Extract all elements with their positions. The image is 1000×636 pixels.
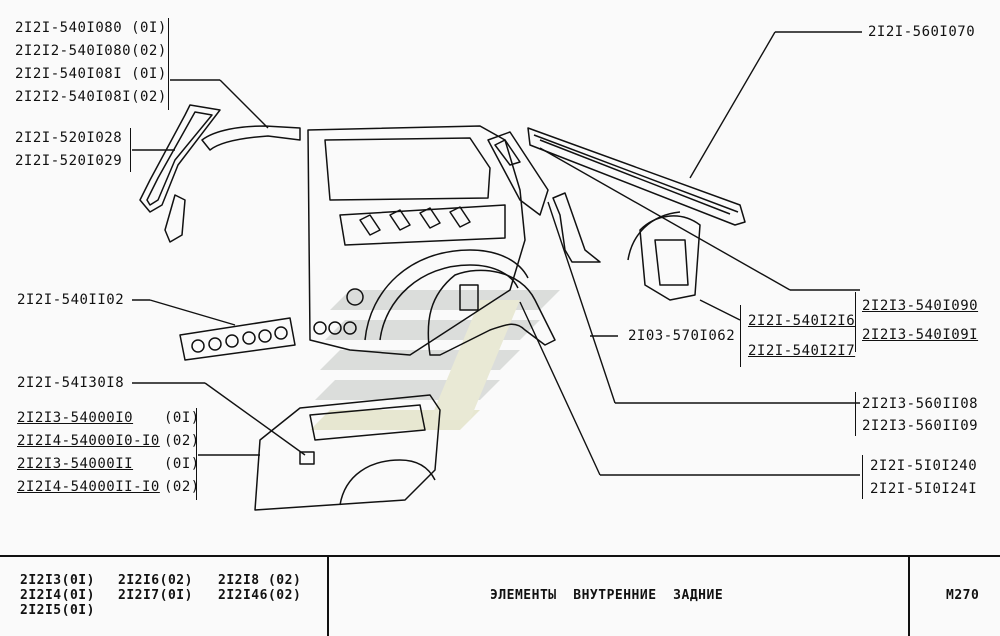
drawing-code: M270 — [946, 588, 980, 603]
title-block-divider — [908, 557, 910, 636]
label-top-left-4: 2I2I2-540I08I(02) — [15, 89, 167, 105]
pillar-part — [139, 104, 221, 243]
model-2b: 2I2I7(0I) — [118, 588, 193, 603]
model-1c: 2I2I5(0I) — [20, 603, 95, 618]
label-top-left-2: 2I2I2-540I080(02) — [15, 43, 167, 59]
label-right-2a: 2I2I3-560II08 — [862, 396, 979, 412]
label-top-left-3: 2I2I-540I08I (0I) — [15, 66, 167, 82]
housing-panel-right — [627, 211, 701, 301]
reinforcement-part — [179, 317, 296, 361]
label-side-panel-suffix-1: (0I) — [164, 410, 200, 426]
label-bracket: 2I2I-54I30I8 — [17, 375, 125, 391]
model-2a: 2I2I6(02) — [118, 573, 193, 588]
label-side-panel-suffix-3: (0I) — [164, 456, 200, 472]
bracket-line — [740, 305, 749, 367]
label-side-panel-2: 2I2I4-54000I0-I0 — [17, 433, 160, 449]
bracket-line — [855, 392, 862, 436]
wheel-housing-part — [427, 269, 556, 356]
model-1b: 2I2I4(0I) — [20, 588, 95, 603]
bracket-line — [188, 408, 197, 500]
model-1a: 2I2I3(0I) — [20, 573, 95, 588]
quarter-inner-part — [487, 131, 549, 216]
label-reinforcement: 2I2I-540II02 — [17, 292, 125, 308]
bracket-line — [855, 292, 862, 352]
label-side-panel-4: 2I2I4-54000II-I0 — [17, 479, 160, 495]
label-right-1a: 2I2I3-540I090 — [862, 298, 979, 314]
label-top-left-1: 2I2I-540I080 (0I) — [15, 20, 167, 36]
label-right-2b: 2I2I3-560II09 — [862, 418, 979, 434]
label-roof-rail: 2I2I-560I070 — [868, 24, 976, 40]
outer-side-panel — [254, 394, 441, 511]
title-block-divider — [327, 557, 329, 636]
label-right-3a: 2I2I-5I0I240 — [870, 458, 978, 474]
bracket-line — [862, 455, 869, 499]
drawing-title: ЭЛЕМЕНТЫ ВНУТРЕННИЕ ЗАДНИЕ — [490, 588, 724, 603]
label-side-panel-suffix-2: (02) — [164, 433, 200, 449]
bracket-line — [158, 18, 169, 110]
label-inner-pair-1: 2I2I-540I2I6 — [748, 313, 856, 329]
label-inner-pair-2: 2I2I-540I2I7 — [748, 343, 856, 359]
label-side-panel-1: 2I2I3-54000I0 — [17, 410, 134, 426]
inner-side-panel — [307, 125, 529, 356]
roof-rail-part — [527, 127, 746, 226]
label-center-part: 2I03-570I062 — [628, 328, 736, 344]
model-3a: 2I2I8 (02) — [218, 573, 302, 588]
label-right-3b: 2I2I-5I0I24I — [870, 481, 978, 497]
bracket-line — [122, 128, 131, 172]
parts-drawing — [132, 31, 862, 511]
label-pillar-2: 2I2I-520I029 — [15, 153, 123, 169]
label-side-panel-3: 2I2I3-54000II — [17, 456, 134, 472]
title-block: 2I2I3(0I) 2I2I4(0I) 2I2I5(0I) 2I2I6(02) … — [0, 555, 1000, 636]
bracket-part — [552, 192, 601, 263]
label-pillar-1: 2I2I-520I028 — [15, 130, 123, 146]
roof-arch-part — [201, 125, 301, 151]
label-side-panel-suffix-4: (02) — [164, 479, 200, 495]
model-3b: 2I2I46(02) — [218, 588, 302, 603]
watermark-logo — [310, 290, 560, 430]
label-right-1b: 2I2I3-540I09I — [862, 327, 979, 343]
